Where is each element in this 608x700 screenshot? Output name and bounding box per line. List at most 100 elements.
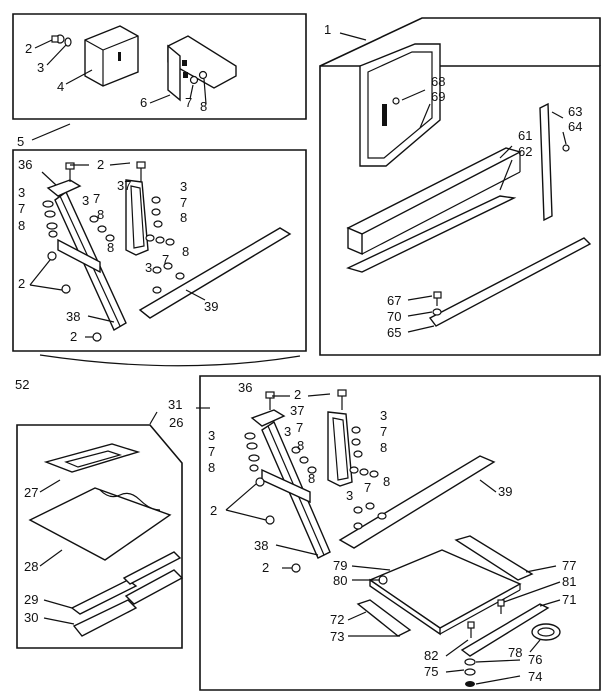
- label-3-h: 3: [380, 408, 387, 423]
- strip-part-29: [70, 579, 138, 615]
- bracket-part-36: [46, 179, 82, 197]
- label-5: 5: [17, 134, 24, 149]
- label-72: 72: [330, 612, 344, 627]
- bracket-side-part-6: [167, 44, 181, 102]
- cover-part-4: [84, 25, 139, 87]
- label-67: 67: [387, 293, 401, 308]
- label-27: 27: [24, 485, 38, 500]
- label-63: 63: [568, 104, 582, 119]
- label-8-e: 8: [180, 210, 187, 225]
- label-64: 64: [568, 119, 582, 134]
- panel-4-parts: [28, 411, 184, 637]
- label-36-b: 36: [238, 380, 252, 395]
- label-31: 31: [168, 397, 182, 412]
- label-61: 61: [518, 128, 532, 143]
- panel-top-left: [12, 13, 307, 120]
- label-71: 71: [562, 592, 576, 607]
- panel-bottom-right: [199, 375, 601, 691]
- label-8-b: 8: [18, 218, 25, 233]
- screw-head-part-2: [51, 35, 59, 43]
- label-7-e: 7: [162, 252, 169, 267]
- label-8-f: 8: [182, 244, 189, 259]
- panel-3-parts: [339, 32, 592, 333]
- rail-part-65: [428, 237, 592, 327]
- label-74: 74: [528, 669, 542, 684]
- label-76: 76: [528, 652, 542, 667]
- panel-right-top: [319, 17, 601, 67]
- label-81: 81: [562, 574, 576, 589]
- label-79: 79: [333, 558, 347, 573]
- label-7-c: 7: [93, 191, 100, 206]
- bracket-part-36-b: [250, 409, 286, 427]
- screw-part-67: [433, 291, 442, 299]
- label-52: 52: [15, 377, 29, 392]
- label-39: 39: [204, 299, 218, 314]
- screw-part-2-d: [61, 284, 71, 294]
- screw-part-2-b: [136, 161, 146, 169]
- strip-part-71: [460, 603, 550, 657]
- panel-middle-left: [12, 149, 307, 352]
- strip-part-72: [356, 599, 412, 637]
- label-8-h: 8: [297, 438, 304, 453]
- crossbar-b: [261, 468, 311, 504]
- screw-part-80: [378, 575, 388, 585]
- label-3-e: 3: [145, 260, 152, 275]
- label-28: 28: [24, 559, 38, 574]
- label-7-i: 7: [364, 480, 371, 495]
- washer-part-7: [189, 75, 199, 85]
- leader-5: [31, 123, 71, 141]
- label-37-b: 37: [290, 403, 304, 418]
- label-69: 69: [431, 89, 445, 104]
- strip-part-30: [72, 599, 138, 637]
- part-labels: 2 3 4 6 7 8 5 36 2 37 3 7 8 3 7 8 8 3 7 …: [15, 22, 582, 684]
- label-37: 37: [117, 178, 131, 193]
- panel-2-parts: [29, 161, 292, 342]
- label-2: 2: [25, 41, 32, 56]
- label-3-d: 3: [180, 179, 187, 194]
- label-8: 8: [200, 99, 207, 114]
- label-78: 78: [508, 645, 522, 660]
- label-62: 62: [518, 144, 532, 159]
- bar-part-77: [454, 535, 534, 581]
- nut-part-8: [198, 70, 208, 80]
- label-3: 3: [37, 60, 44, 75]
- label-2-g: 2: [262, 560, 269, 575]
- panel-bottom-left: [16, 424, 183, 649]
- label-75: 75: [424, 664, 438, 679]
- label-77: 77: [562, 558, 576, 573]
- label-7-g: 7: [296, 420, 303, 435]
- panel-5-parts: [196, 389, 561, 687]
- screw-part-68: [392, 97, 400, 105]
- label-38-b: 38: [254, 538, 268, 553]
- strip-part-30b: [124, 569, 184, 605]
- label-7-f: 7: [208, 444, 215, 459]
- label-8-i: 8: [308, 471, 315, 486]
- screw-part-64: [562, 144, 570, 152]
- handle-part-37-b: [327, 411, 353, 487]
- panel-right: [319, 65, 601, 356]
- washer-part-3: [64, 37, 72, 47]
- crossbar-left: [57, 238, 101, 274]
- screw-part-2-c: [47, 251, 57, 261]
- label-3-i: 3: [346, 488, 353, 503]
- label-8-g: 8: [208, 460, 215, 475]
- label-65: 65: [387, 325, 401, 340]
- leader-26: [149, 411, 158, 425]
- label-2-e: 2: [294, 387, 301, 402]
- label-7-b: 7: [18, 201, 25, 216]
- label-29: 29: [24, 592, 38, 607]
- strip-part-29b: [122, 551, 182, 585]
- label-8-d: 8: [107, 240, 114, 255]
- label-2-d: 2: [70, 329, 77, 344]
- label-26: 26: [169, 415, 183, 430]
- label-82: 82: [424, 648, 438, 663]
- label-80: 80: [333, 573, 347, 588]
- label-2-c: 2: [18, 276, 25, 291]
- washer-part-70: [432, 308, 442, 316]
- label-3-f: 3: [208, 428, 215, 443]
- label-1: 1: [324, 22, 331, 37]
- label-3-b: 3: [18, 185, 25, 200]
- gasket-part-27: [43, 443, 141, 473]
